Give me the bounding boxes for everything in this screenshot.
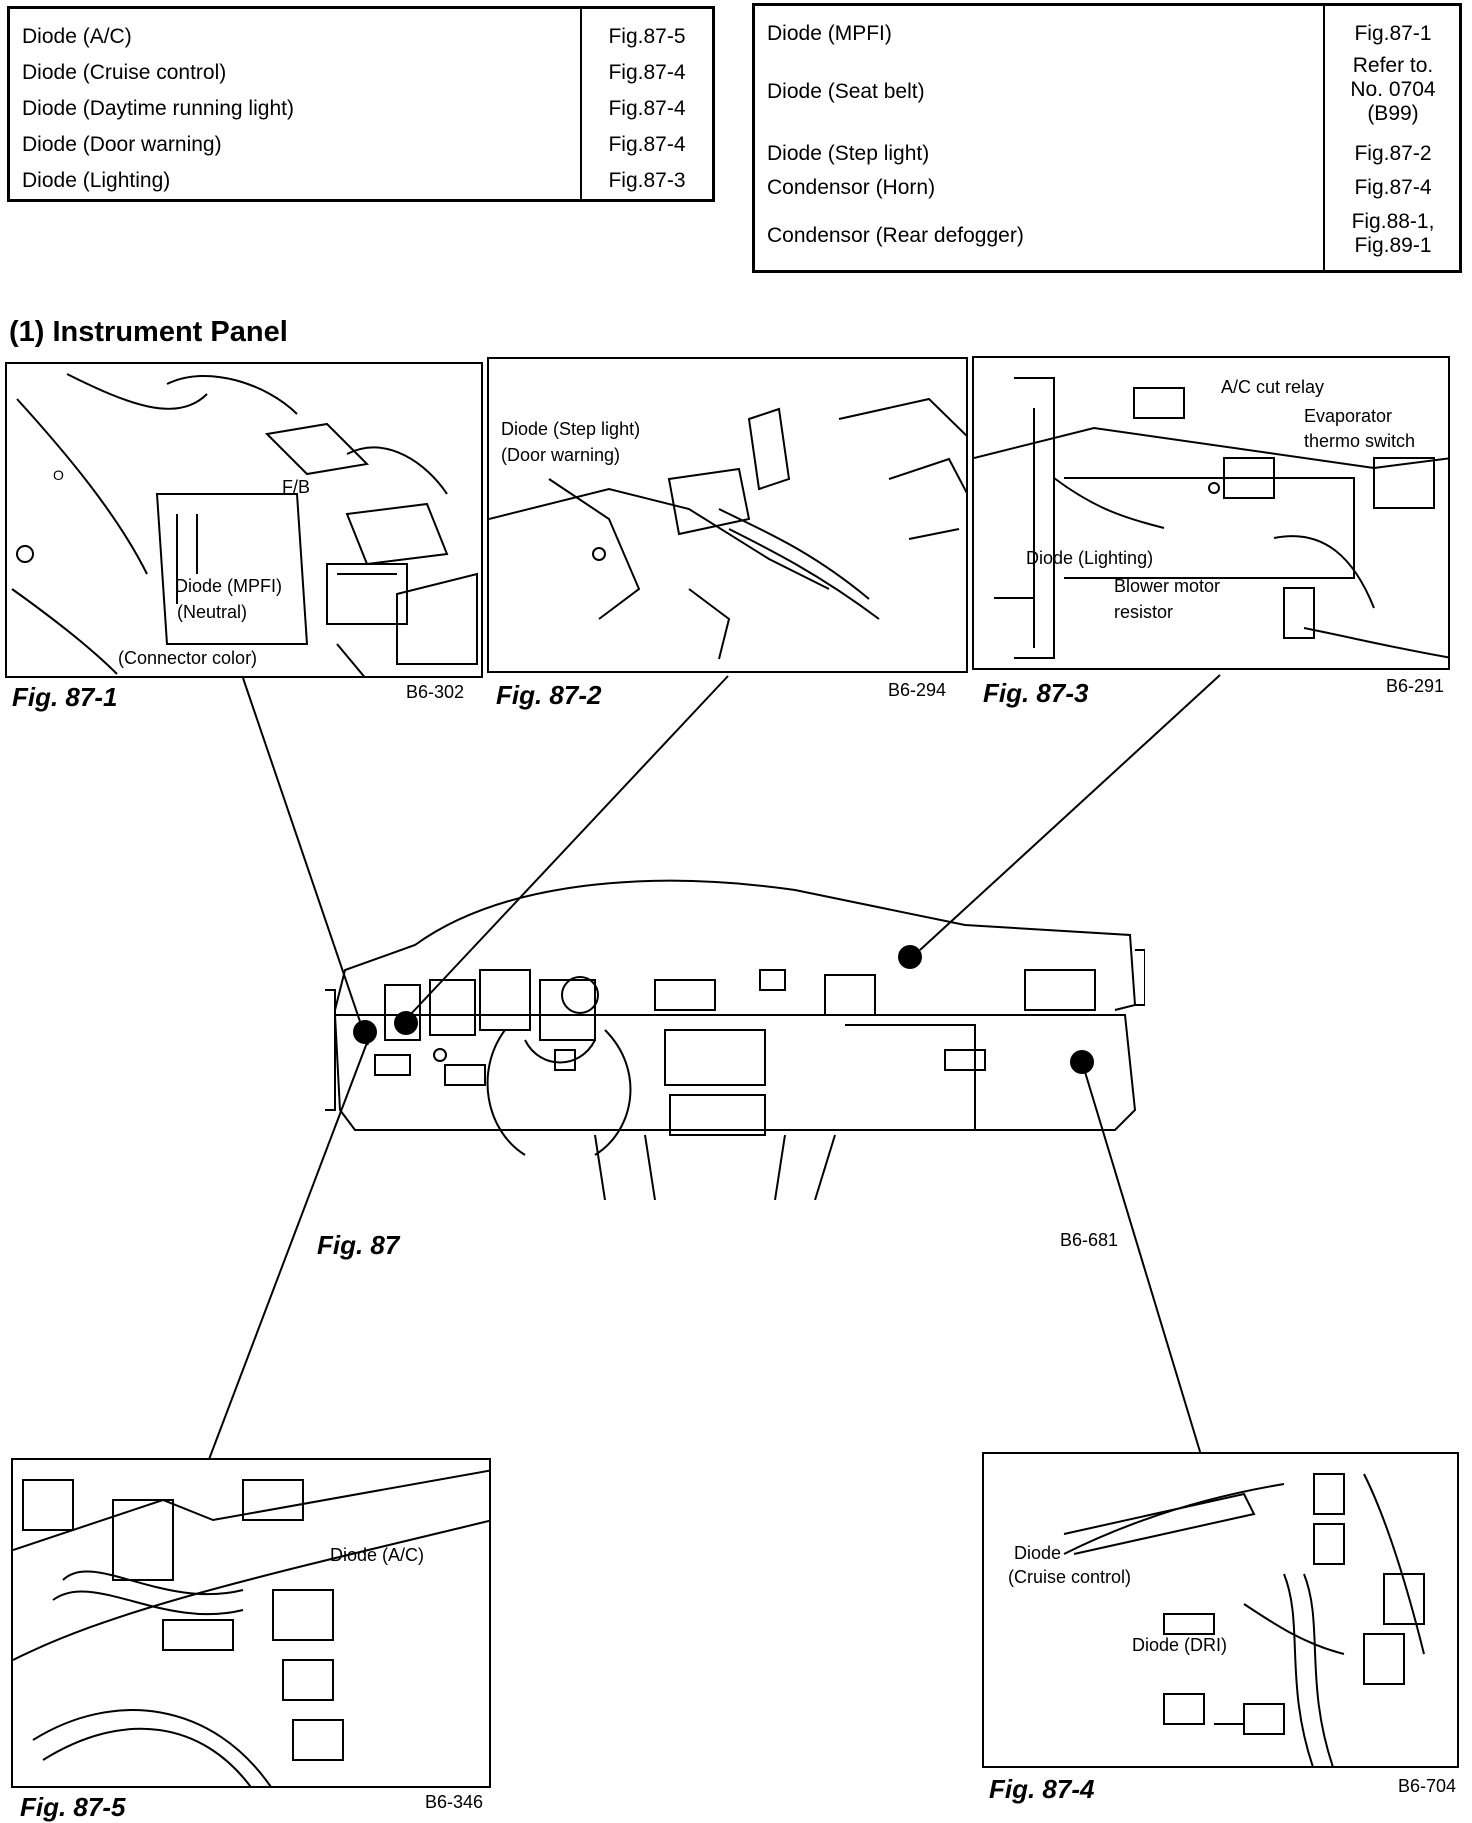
figure-87-3-code: B6-291 <box>1386 676 1445 696</box>
row-item: Diode (A/C) <box>22 25 132 48</box>
label-resistor: resistor <box>1114 602 1174 622</box>
label-cruise-control: (Cruise control) <box>1008 1567 1132 1587</box>
figure-87-3-panel: A/C cut relay Evaporator thermo switch D… <box>972 356 1450 670</box>
label-thermo-switch: thermo switch <box>1304 431 1416 451</box>
row-item: Diode (Cruise control) <box>22 61 227 84</box>
table-divider <box>1323 6 1325 270</box>
row-ref: Fig.87-2 <box>1354 142 1432 165</box>
label-blower-motor: Blower motor <box>1114 576 1221 596</box>
row-ref: Fig.87-5 <box>608 25 686 48</box>
cruise-diode-illustration <box>1063 1473 1425 1766</box>
figure-87-3-caption: Fig. 87-3 <box>983 678 1089 708</box>
row-ref: Fig.87-3 <box>608 169 686 192</box>
row-item: Diode (Door warning) <box>22 133 222 156</box>
figure-87-5-code: B6-346 <box>425 1792 484 1812</box>
label-neutral: (Neutral) <box>177 602 248 622</box>
figure-87-1-panel: O F/B Diode (MPFI) (Neutral) (Connector … <box>5 362 483 678</box>
table-divider <box>580 9 582 199</box>
figure-87-caption: Fig. 87 <box>317 1230 400 1260</box>
row-item: Diode (Step light) <box>767 142 930 165</box>
label-diode-lighting: Diode (Lighting) <box>1026 548 1154 568</box>
figure-87-2-code: B6-294 <box>888 680 947 700</box>
label-diode-ac: Diode (A/C) <box>330 1545 425 1565</box>
row-ref: Fig.87-4 <box>608 97 686 120</box>
reference-table-right: Diode (MPFI) Fig.87-1 Diode (Seat belt) … <box>752 3 1462 273</box>
row-ref: Fig.87-1 <box>1354 22 1432 45</box>
figure-87-4-panel: Diode (Cruise control) Diode (DRI) <box>982 1452 1459 1768</box>
row-item: Diode (Lighting) <box>22 169 171 192</box>
figure-87-4-caption: Fig. 87-4 <box>989 1774 1095 1804</box>
figure-87-2-caption: Fig. 87-2 <box>496 680 602 710</box>
row-item: Diode (Seat belt) <box>767 80 925 103</box>
instrument-panel-drawing <box>325 879 1145 1200</box>
label-diode-mpfi: Diode (MPFI) <box>175 576 283 596</box>
row-item: Condensor (Horn) <box>767 176 936 199</box>
label-door-warning: (Door warning) <box>501 445 621 465</box>
location-dots <box>353 945 1094 1074</box>
figure-87-1-caption: Fig. 87-1 <box>12 682 118 712</box>
label-diode-dri: Diode (DRI) <box>1132 1635 1228 1655</box>
row-item: Condensor (Rear defogger) <box>767 224 1024 247</box>
label-diode: Diode <box>1014 1543 1062 1563</box>
figure-87-5-caption: Fig. 87-5 <box>20 1792 126 1822</box>
figure-87-1-code: B6-302 <box>406 682 465 702</box>
ac-relay-illustration <box>974 377 1448 659</box>
ac-diode-illustration <box>13 1469 489 1786</box>
figure-87-code: B6-681 <box>1060 1230 1119 1250</box>
row-item: Diode (Daytime running light) <box>22 97 294 120</box>
row-ref: Fig.88-1, Fig.89-1 <box>1351 210 1435 257</box>
row-ref: Fig.87-4 <box>608 133 686 156</box>
svg-text:O: O <box>53 467 64 483</box>
row-ref: Fig.87-4 <box>1354 176 1432 199</box>
label-diode-step-light: Diode (Step light) <box>501 419 641 439</box>
section-heading: (1) Instrument Panel <box>9 316 288 348</box>
label-ac-cut-relay: A/C cut relay <box>1221 377 1325 397</box>
figure-87-4-code: B6-704 <box>1398 1776 1457 1796</box>
reference-table-left: Diode (A/C) Fig.87-5 Diode (Cruise contr… <box>7 6 715 202</box>
step-light-illustration <box>489 397 966 660</box>
row-ref: Refer to. No. 0704 (B99) <box>1350 54 1436 125</box>
figure-87-5-panel: Diode (A/C) <box>11 1458 491 1788</box>
row-item: Diode (MPFI) <box>767 22 892 45</box>
fuse-box-illustration: O <box>11 373 478 676</box>
label-connector-color: (Connector color) <box>118 648 258 668</box>
row-ref: Fig.87-4 <box>608 61 686 84</box>
label-evaporator: Evaporator <box>1304 406 1393 426</box>
figure-87-2-panel: Diode (Step light) (Door warning) <box>487 357 968 673</box>
label-fb: F/B <box>282 477 311 497</box>
